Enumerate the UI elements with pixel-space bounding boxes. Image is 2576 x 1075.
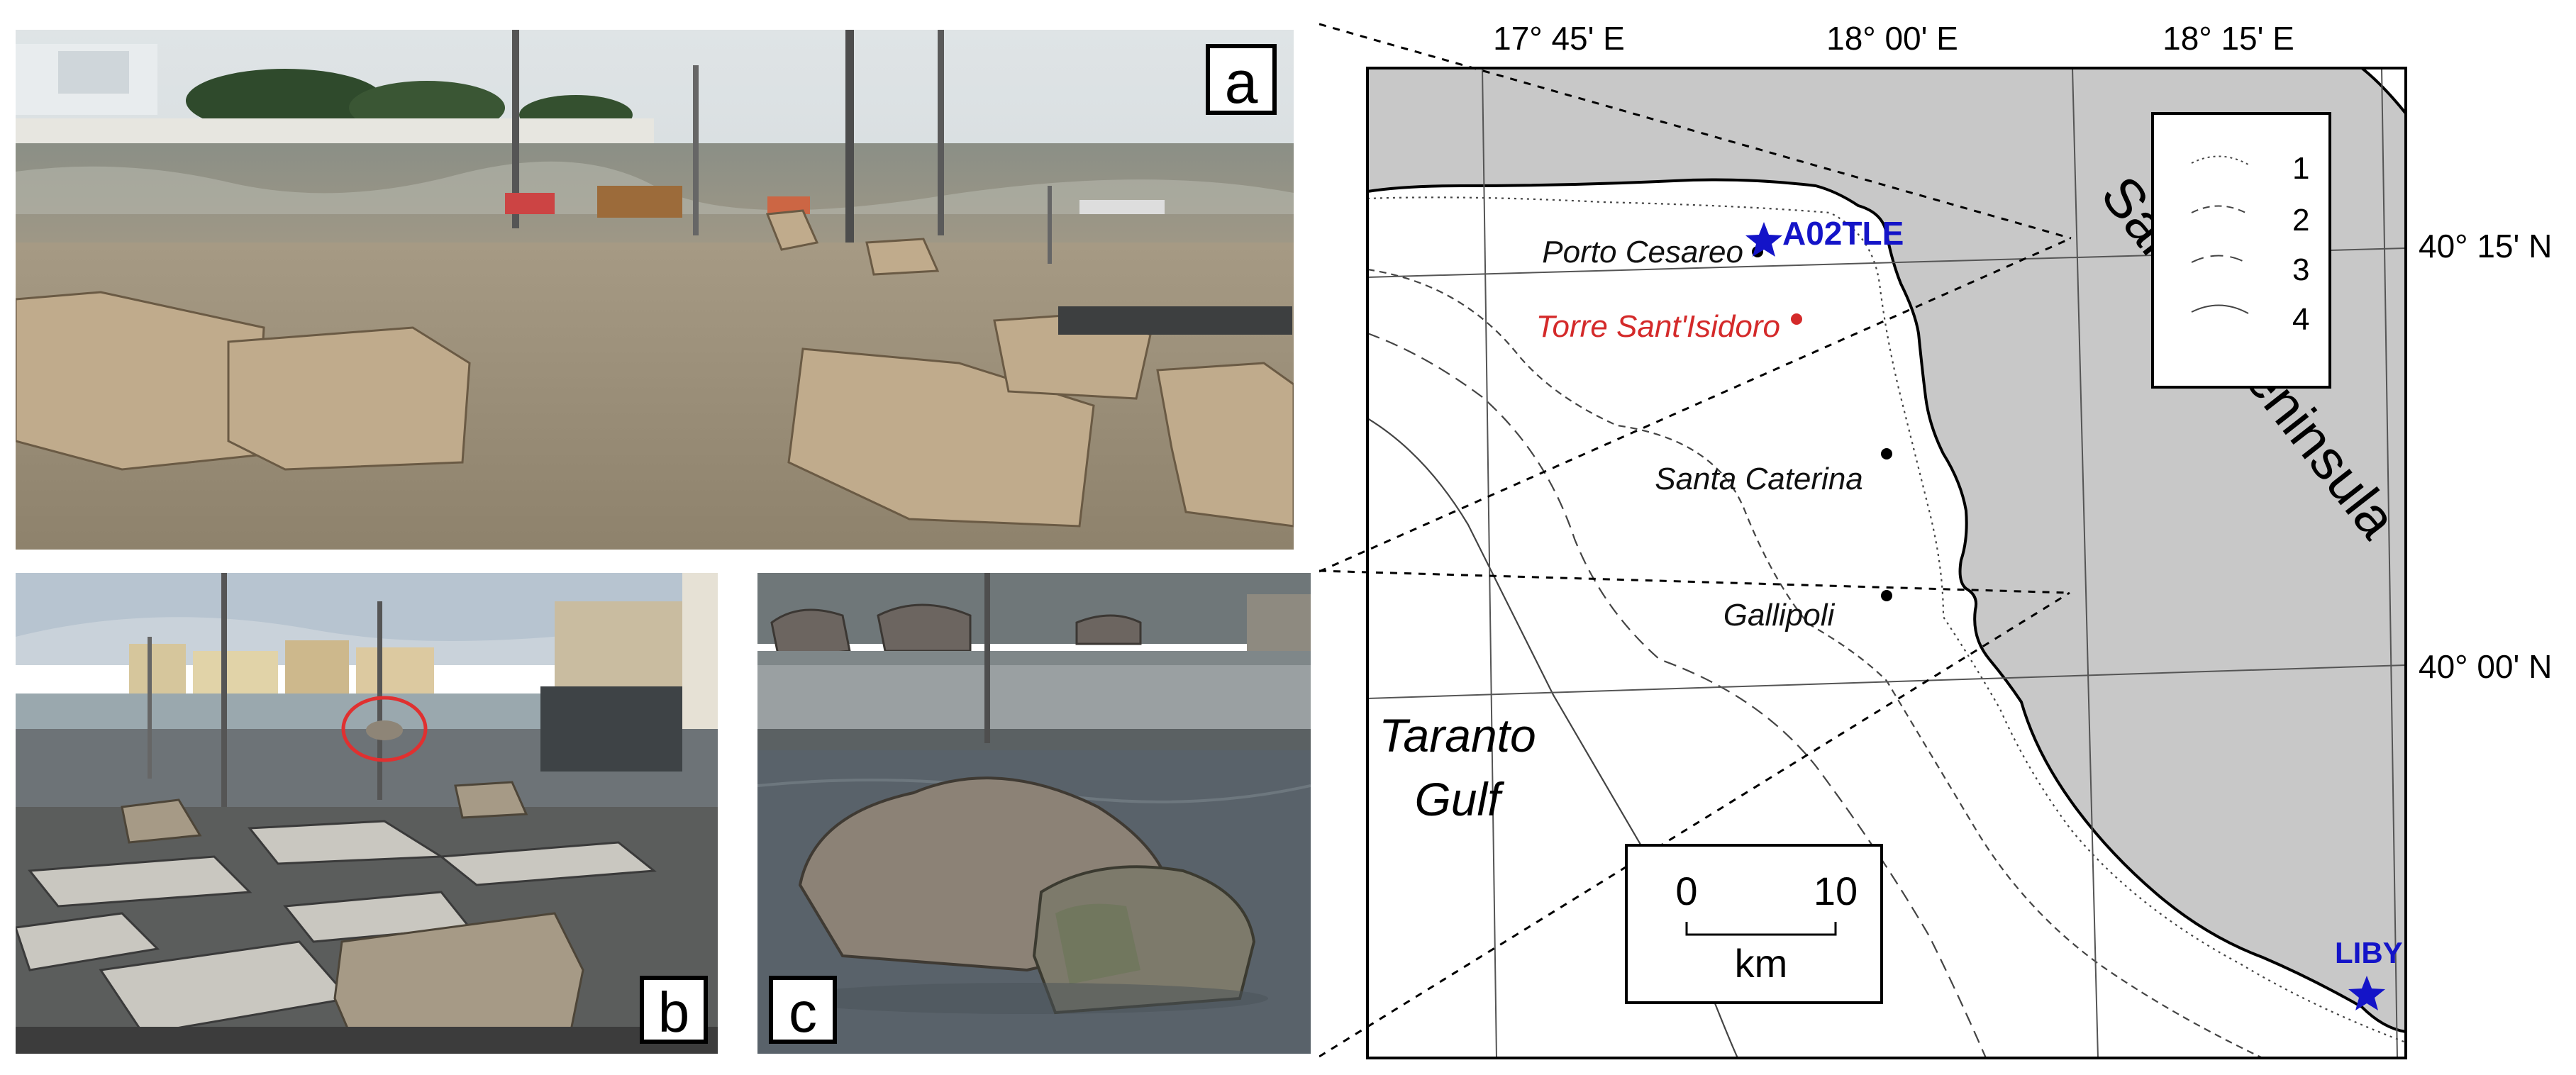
scale-start: 0 bbox=[1675, 869, 1697, 913]
photo-panel-c: c bbox=[757, 573, 1311, 1054]
station-liby: LIBY bbox=[2335, 936, 2403, 969]
legend-item-1: 1 bbox=[2292, 151, 2309, 186]
place-gallipoli: Gallipoli bbox=[1723, 598, 1836, 633]
longitude-label-1: 17° 45' E bbox=[1493, 20, 1625, 57]
longitude-label-3: 18° 15' E bbox=[2163, 20, 2294, 57]
santa-caterina-marker bbox=[1881, 448, 1892, 459]
panel-label-b: b bbox=[640, 976, 708, 1044]
torre-sant-isidoro-marker bbox=[1791, 313, 1802, 325]
panel-label-a: a bbox=[1206, 44, 1277, 115]
place-santa-caterina: Santa Caterina bbox=[1655, 462, 1863, 496]
gallipoli-marker bbox=[1881, 590, 1892, 601]
panel-label-c: c bbox=[769, 976, 837, 1044]
storm-surge-photo bbox=[16, 30, 1294, 550]
photo-panel-b: b bbox=[16, 573, 718, 1054]
displaced-boulder-photo bbox=[757, 573, 1311, 1054]
photo-panel-a: a bbox=[16, 30, 1294, 550]
scale-bar: 0 10 km bbox=[1625, 844, 1883, 1004]
longitude-label-2: 18° 00' E bbox=[1826, 20, 1958, 57]
station-a02tle: A02TLE bbox=[1782, 215, 1904, 252]
legend-item-3: 3 bbox=[2292, 252, 2309, 287]
scale-unit: km bbox=[1735, 941, 1788, 986]
place-porto-cesareo: Porto Cesareo bbox=[1542, 235, 1743, 269]
latitude-label-2: 40° 00' N bbox=[2419, 648, 2552, 685]
legend-item-4: 4 bbox=[2292, 302, 2309, 337]
damaged-promenade-photo bbox=[16, 573, 718, 1054]
panel-label-b-text: b bbox=[657, 981, 690, 1044]
panel-label-a-text: a bbox=[1224, 49, 1258, 116]
sea-label-line1: Taranto bbox=[1379, 709, 1536, 762]
latitude-label-1: 40° 15' N bbox=[2419, 228, 2552, 264]
salento-map: 17° 45' E 18° 00' E 18° 15' E 40° 15' N … bbox=[1319, 20, 2552, 1059]
star-icon bbox=[1745, 222, 1782, 257]
legend-item-2: 2 bbox=[2292, 203, 2309, 238]
sea-label-line2: Gulf bbox=[1414, 773, 1505, 825]
star-icon bbox=[2348, 976, 2385, 1010]
place-torre-sant-isidoro: Torre Sant'Isidoro bbox=[1536, 309, 1780, 344]
land-area bbox=[1367, 68, 2406, 1034]
legend: 1 2 3 4 bbox=[2151, 112, 2331, 389]
panel-label-c-text: c bbox=[789, 981, 817, 1044]
scale-end: 10 bbox=[1814, 869, 1858, 913]
